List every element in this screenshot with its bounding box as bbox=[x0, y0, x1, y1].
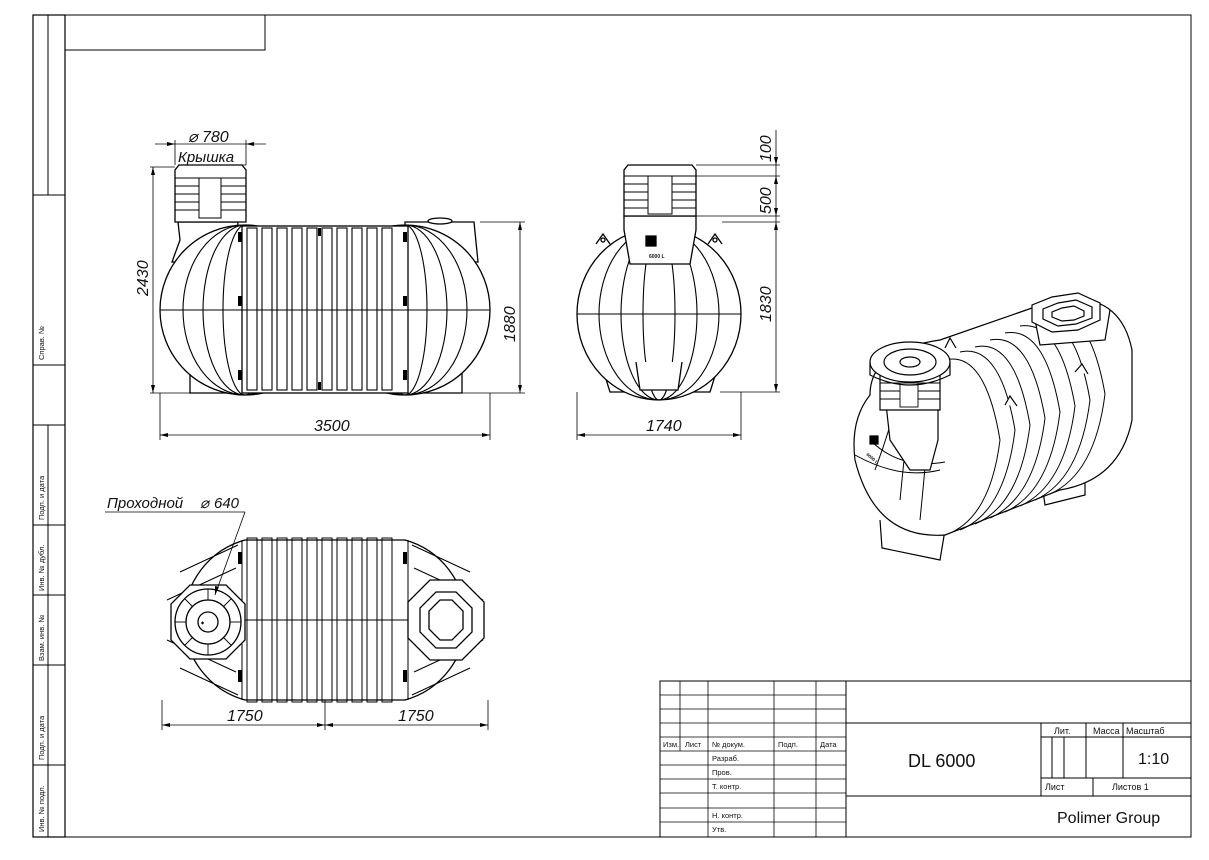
lit-label: Лит. bbox=[1054, 726, 1071, 736]
side-label: Инв. № дубл. bbox=[37, 545, 46, 591]
side-label: Подп. и дата bbox=[37, 715, 46, 760]
side-emblem: 6000 L bbox=[649, 254, 665, 260]
neck-diameter-value: 780 bbox=[202, 129, 229, 146]
title-block-text: Изм. Лист № докум. Подп. Дата Разраб. Пр… bbox=[663, 726, 1169, 834]
side-label: Подп. и дата bbox=[37, 475, 46, 520]
sheet-label: Лист bbox=[1045, 782, 1065, 792]
scale-value: 1:10 bbox=[1138, 751, 1169, 768]
body-height-dim: 1880 bbox=[502, 306, 519, 342]
company-name: Polimer Group bbox=[1057, 810, 1160, 827]
scale-label: Масштаб bbox=[1126, 726, 1165, 736]
side-label: Инв. № подл. bbox=[37, 785, 46, 832]
length-dim: 3500 bbox=[314, 418, 350, 435]
mass-label: Масса bbox=[1093, 726, 1120, 736]
side-label: Взам. инв. № bbox=[37, 615, 46, 661]
role-norm-control: Н. контр. bbox=[712, 811, 743, 820]
isometric-view bbox=[853, 292, 1133, 561]
col-header-sign: Подп. bbox=[778, 740, 798, 749]
front-view bbox=[159, 164, 491, 396]
half-length-right-dim: 1750 bbox=[398, 708, 434, 725]
cover-label: Крышка bbox=[178, 149, 234, 166]
side-view bbox=[576, 164, 742, 401]
cover-top-dim: 100 bbox=[758, 135, 775, 162]
body-height-side-dim: 1830 bbox=[758, 286, 775, 322]
role-approved: Утв. bbox=[712, 825, 726, 834]
hatch-diameter-value: 640 bbox=[214, 495, 240, 512]
col-header-izm: Изм. bbox=[663, 740, 679, 749]
half-length-left-dim: 1750 bbox=[227, 708, 263, 725]
role-tech-control: Т. контр. bbox=[712, 782, 741, 791]
neck-diameter-symbol: ⌀ bbox=[188, 129, 199, 146]
side-view-dimensions bbox=[576, 130, 780, 440]
role-checker: Пров. bbox=[712, 768, 732, 777]
hatch-diameter-symbol: ⌀ bbox=[200, 495, 211, 512]
col-header-doc: № докум. bbox=[712, 740, 745, 749]
top-view bbox=[166, 537, 485, 703]
hatch-label: Проходной bbox=[107, 495, 184, 512]
sheet-frame bbox=[32, 14, 1192, 838]
col-header-list: Лист bbox=[685, 740, 702, 749]
front-view-arrows bbox=[151, 142, 522, 437]
side-margin-labels: Справ. № Подп. и дата Инв. № дубл. Взам.… bbox=[37, 326, 46, 832]
title-block bbox=[659, 680, 1192, 838]
col-header-date: Дата bbox=[820, 740, 837, 749]
side-view-arrows bbox=[577, 157, 778, 437]
designation: DL 6000 bbox=[908, 751, 975, 771]
total-height-dim: 2430 bbox=[135, 260, 152, 297]
sheets-count: Листов 1 bbox=[1112, 782, 1149, 792]
top-view-arrows bbox=[162, 586, 488, 727]
side-label: Справ. № bbox=[37, 326, 46, 360]
role-developer: Разраб. bbox=[712, 754, 739, 763]
width-dim: 1740 bbox=[646, 418, 682, 435]
neck-height-dim: 500 bbox=[758, 187, 775, 214]
hatch-emblem: ◆ bbox=[200, 620, 205, 625]
